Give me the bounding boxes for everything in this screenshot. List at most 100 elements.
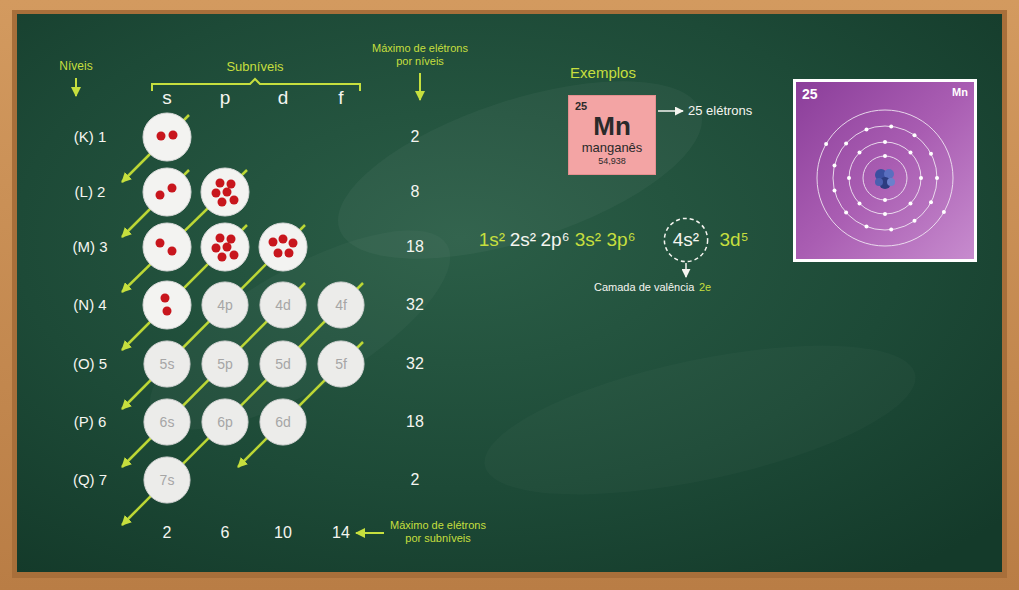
level-label: (M) 3 xyxy=(73,238,108,256)
nucleon xyxy=(887,178,895,186)
footer-arrow xyxy=(356,532,384,534)
orbital-label: 5p xyxy=(217,356,233,373)
orbital-disc xyxy=(143,168,191,216)
orbital-circle: 6d xyxy=(259,398,307,446)
valence-circle: 4s² xyxy=(663,217,709,263)
footer-note: Máximo de elétrons por subníveis xyxy=(388,519,488,545)
orbital-disc xyxy=(260,341,306,387)
electron xyxy=(230,196,239,205)
subshell-letter: d xyxy=(278,87,289,110)
column-heading: Máximo de elétrons por níveis xyxy=(365,42,475,68)
orbital-circle: 6p xyxy=(201,398,249,446)
electron xyxy=(909,151,913,155)
chalk-smudge xyxy=(472,316,927,525)
subshell-letter: s xyxy=(162,87,172,110)
electron xyxy=(942,210,946,214)
shell xyxy=(863,156,907,200)
electron xyxy=(163,307,172,316)
orbital-circle: 5p xyxy=(201,340,249,388)
orbital-disc xyxy=(260,399,306,445)
atomic-mass: 54,938 xyxy=(598,156,626,167)
orbital-disc xyxy=(143,113,191,161)
electron xyxy=(865,225,869,229)
orbital-label: 6p xyxy=(217,414,233,431)
electron xyxy=(227,180,236,189)
orbital-disc xyxy=(260,282,306,328)
orbital-disc xyxy=(143,281,191,329)
electron xyxy=(929,200,933,204)
orbital-disc xyxy=(143,223,191,271)
orbital-circle: 5f xyxy=(317,340,365,388)
level-maximum: 32 xyxy=(406,295,424,314)
atom-panel-ground xyxy=(793,79,977,262)
subshell-bracket xyxy=(152,79,360,91)
pointer-arrow xyxy=(658,110,683,112)
orbital-disc xyxy=(318,282,364,328)
level-maximum: 18 xyxy=(406,412,424,431)
header-arrow xyxy=(75,78,77,96)
electron xyxy=(844,211,848,215)
level-maximum: 8 xyxy=(411,182,420,201)
electron xyxy=(833,164,837,168)
electron xyxy=(157,132,166,141)
electron xyxy=(223,188,232,197)
orbital-disc xyxy=(144,457,190,503)
orbital-circle: 4d xyxy=(259,281,307,329)
electron xyxy=(168,247,177,256)
shell-electrons xyxy=(824,124,946,231)
electron xyxy=(156,239,165,248)
orbital-circle: 5d xyxy=(259,340,307,388)
orbital-label: 6d xyxy=(275,414,291,431)
orbital-disc xyxy=(318,341,364,387)
chalk-smudge xyxy=(123,193,477,467)
subshell-letter: f xyxy=(338,87,343,110)
electron xyxy=(289,239,298,248)
pointer-arrow xyxy=(685,263,687,277)
electron xyxy=(156,191,165,200)
element-symbol: Mn xyxy=(593,113,631,140)
orbital-label: 4p xyxy=(217,297,233,314)
electron xyxy=(285,249,294,258)
orbital-disc xyxy=(202,282,248,328)
shell xyxy=(849,142,921,214)
filled-orbital xyxy=(143,113,191,161)
orbital-disc xyxy=(259,223,307,271)
orbital-disc xyxy=(202,341,248,387)
config-term: 2p⁶ xyxy=(541,229,570,252)
shell xyxy=(817,110,953,246)
electron xyxy=(883,154,887,158)
subshell-maximum: 14 xyxy=(332,523,350,542)
config-term: 3s² xyxy=(575,229,601,252)
electron xyxy=(161,294,170,303)
nucleon xyxy=(875,178,883,186)
electron xyxy=(883,212,887,216)
orbital-label: 5f xyxy=(335,356,347,373)
electron xyxy=(218,253,227,262)
level-maximum: 2 xyxy=(411,470,420,489)
electron xyxy=(889,124,893,128)
electron xyxy=(929,152,933,156)
electron-shells xyxy=(817,110,953,246)
level-label: (K) 1 xyxy=(74,128,107,146)
orbital-label: 5d xyxy=(275,356,291,373)
level-label: (P) 6 xyxy=(74,413,107,431)
orbital-circle: 5s xyxy=(143,340,191,388)
valence-note: Camada de valência xyxy=(594,281,694,294)
orbital-label: 5s xyxy=(160,356,175,373)
electron xyxy=(889,228,893,232)
config-term: 4s² xyxy=(673,229,699,252)
atom-model-panel: 25Mn xyxy=(793,79,977,262)
electron xyxy=(883,140,887,144)
atomic-number: 25 xyxy=(575,100,587,113)
level-maximum: 32 xyxy=(406,354,424,373)
shell xyxy=(833,126,937,230)
electron xyxy=(935,176,939,180)
nucleus xyxy=(875,169,895,189)
section-heading: Exemplos xyxy=(570,64,636,82)
level-label: (N) 4 xyxy=(73,296,106,314)
electron xyxy=(858,151,862,155)
filled-orbital xyxy=(143,223,191,271)
orbital-label: 7s xyxy=(160,472,175,489)
electron xyxy=(824,142,828,146)
